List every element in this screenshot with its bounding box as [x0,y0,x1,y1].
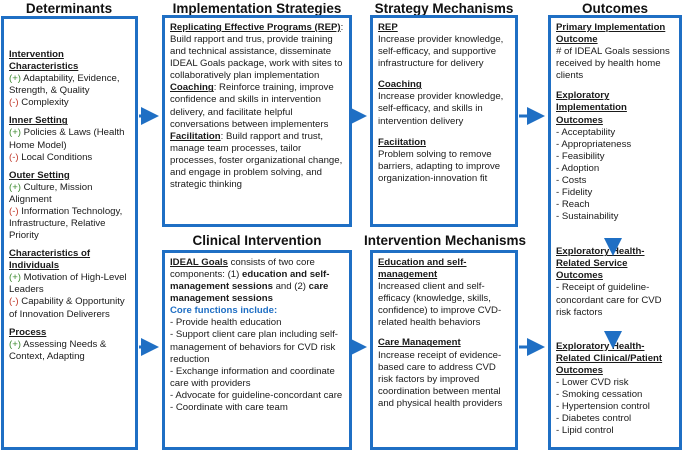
section-title: Inner Setting [9,115,68,127]
outcome-item: - Fidelity [556,187,593,199]
header-implementation-strategies: Implementation Strategies [172,1,342,16]
factor-item: (+) Assessing Needs & Context, Adapting [9,338,107,362]
factor-item: (+) Motivation of High-Level Leaders [9,272,127,296]
outcome-item: - Diabetes control [556,413,632,425]
factor-item: (+) Adaptability, Evidence, Strength, & … [9,73,120,97]
coaching-mechanism-text: Increase provider knowledge, self-effica… [378,91,504,127]
outcome-item: - Feasibility [556,150,605,162]
factor-item: (+) Culture, Mission Alignment [9,181,93,205]
section-title: Intervention Characteristics [9,49,79,73]
core-function-item: - Coordinate with care team [170,401,288,413]
clinical-intervention-box: IDEAL Goals consists of two core compone… [162,250,352,450]
outcome-item: - Sustainability [556,211,619,223]
rep-strategy: Replicating Effective Programs (REP): Bu… [170,22,344,82]
outer-setting-section: Outer Setting (+) Culture, Mission Align… [9,170,130,242]
education-mechanism-title: Education and self-management [378,257,467,281]
service-outcome-text: - Receipt of guideline-concordant care f… [556,282,662,318]
outcome-item: - Lipid control [556,425,614,437]
facilitation-mechanism-text: Problem solving to remove barriers, adap… [378,148,501,184]
clinical-outcomes-title: Exploratory Health-Related Clinical/Pati… [556,340,663,376]
intervention-characteristics-section: Intervention Characteristics (+) Adaptab… [9,49,130,109]
outcome-item: - Hypertension control [556,401,650,413]
section-title: Characteristics of Individuals [9,248,91,272]
process-section: Process (+) Assessing Needs & Context, A… [9,327,130,363]
coaching-strategy: Coaching: Reinforce training, improve co… [170,82,334,130]
core-functions-label: Core functions include: [170,305,278,317]
primary-outcome-title: Primary Implementation Outcome [556,22,666,46]
outcome-item: - Acceptability [556,126,616,138]
section-title: Outer Setting [9,169,70,181]
exploratory-implementation-outcomes-title: Exploratory Implementation Outcomes [556,90,627,126]
coaching-mechanism-title: Coaching [378,79,422,91]
header-outcomes: Outcomes [581,1,649,16]
section-title: Process [9,326,47,338]
outcomes-box: Primary Implementation Outcome # of IDEA… [548,15,682,450]
rep-mechanism-text: Increase provider knowledge, self-effica… [378,34,504,70]
inner-setting-section: Inner Setting (+) Policies & Laws (Healt… [9,115,130,163]
header-clinical-intervention: Clinical Intervention [192,233,322,248]
factor-item: (-) Information Technology, Infrastructu… [9,205,123,242]
outcome-item: - Appropriateness [556,138,632,150]
outcome-item: - Costs [556,174,587,186]
service-outcomes-title: Exploratory Health-Related Service Outco… [556,246,645,282]
outcome-item: - Lower CVD risk [556,376,629,388]
core-function-item: - Advocate for guideline-concordant care [170,389,343,401]
rep-mechanism-title: REP [378,22,398,33]
header-intervention-mechanisms: Intervention Mechanisms [363,233,527,248]
care-management-mechanism-title: Care Management [378,337,461,349]
factor-item: (-) Local Conditions [9,151,93,163]
intervention-mechanisms-box: Education and self-management Increased … [370,250,518,450]
core-function-item: - Provide health education [170,317,282,329]
header-strategy-mechanisms: Strategy Mechanisms [374,1,514,16]
factor-item: (-) Capability & Opportunity of Innovati… [9,296,125,320]
primary-outcome-text: # of IDEAL Goals sessions received by he… [556,46,670,82]
education-mechanism-text: Increased client and self-efficacy (know… [378,281,502,329]
header-determinants: Determinants [25,1,113,16]
facilitation-mechanism-title: Faciitation [378,136,426,148]
facilitation-strategy: Facilitation: Build rapport and trust, m… [170,130,343,191]
factor-item: (+) Policies & Laws (Health Home Model) [9,127,125,151]
outcome-item: - Reach [556,199,590,211]
core-function-item: - Support client care plan including sel… [170,329,338,365]
core-function-item: - Exchange information and coordinate ca… [170,365,335,389]
characteristics-of-individuals-section: Characteristics of Individuals (+) Motiv… [9,248,130,320]
care-management-mechanism-text: Increase receipt of evidence-based care … [378,349,503,409]
strategy-mechanisms-box: REP Increase provider knowledge, self-ef… [370,15,518,227]
factor-item: (-) Complexity [9,97,69,109]
outcome-item: - Smoking cessation [556,389,643,401]
determinants-box: Intervention Characteristics (+) Adaptab… [1,16,138,450]
ideal-goals-description: IDEAL Goals consists of two core compone… [170,257,330,305]
outcome-item: - Adoption [556,162,600,174]
